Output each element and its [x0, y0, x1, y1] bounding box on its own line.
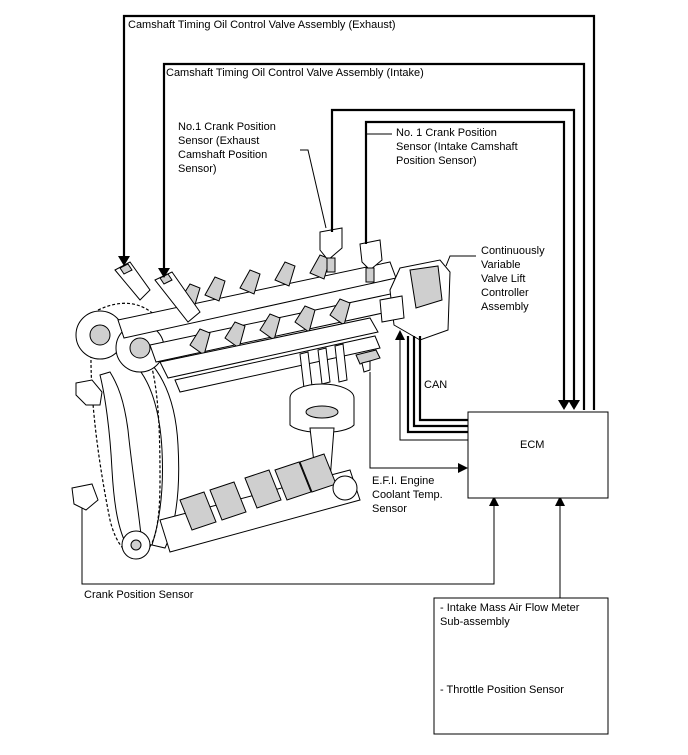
sensor-box-item-1: - Intake Mass Air Flow Meter Sub-assembl…	[440, 602, 582, 628]
engine-illustration	[71, 227, 451, 560]
crank-sensor-intake-label: No. 1 Crank Position Sensor (Intake Cams…	[396, 127, 521, 167]
coolant-sensor-label: E.F.I. Engine Coolant Temp. Sensor	[372, 475, 446, 515]
ocv-exhaust-label: Camshaft Timing Oil Control Valve Assemb…	[128, 19, 396, 31]
ecm-label: ECM	[520, 439, 544, 451]
ecm-box	[467, 411, 609, 499]
ocv-intake-label: Camshaft Timing Oil Control Valve Assemb…	[166, 67, 424, 79]
sensor-box-item-2: - Throttle Position Sensor	[440, 684, 564, 696]
can-label: CAN	[424, 379, 447, 391]
crank-sensor-exhaust-label: No.1 Crank Position Sensor (Exhaust Cams…	[178, 121, 279, 175]
cvvl-controller-label: Continuously Variable Valve Lift Control…	[481, 245, 548, 313]
sensor-input-box	[433, 597, 609, 735]
connection-lines	[81, 14, 596, 598]
crank-position-sensor-label: Crank Position Sensor	[84, 589, 194, 601]
